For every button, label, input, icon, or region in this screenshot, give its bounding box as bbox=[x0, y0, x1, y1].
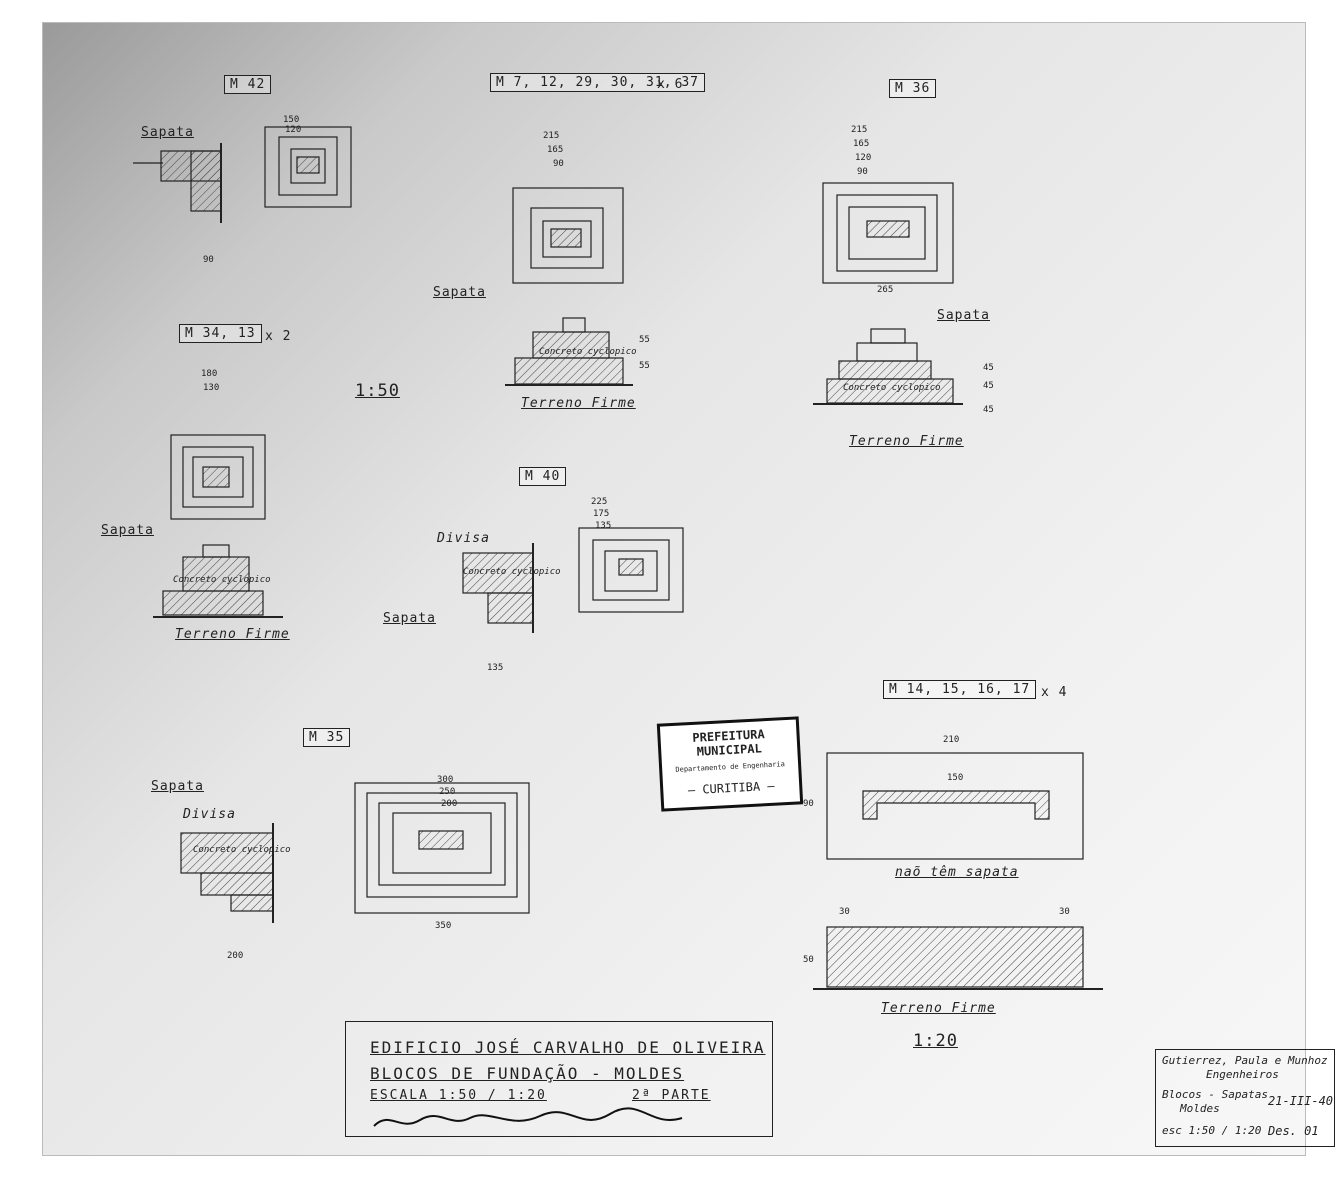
m42-section-drawing bbox=[133, 143, 222, 223]
mark-m14: M 14, 15, 16, 17 bbox=[883, 680, 1037, 699]
dim-m7-2: 90 bbox=[553, 159, 564, 169]
mark-m7: M 7, 12, 29, 30, 31, 37 bbox=[490, 73, 706, 92]
mark-m7-multiplier: x 6 bbox=[657, 77, 684, 92]
title-line-2: BLOCOS DE FUNDAÇÃO - MOLDES bbox=[370, 1064, 685, 1083]
dim-m7-1: 165 bbox=[547, 145, 564, 155]
dim-m14-1: 150 bbox=[947, 773, 964, 783]
signature bbox=[373, 1107, 683, 1127]
dim-m40-1: 175 bbox=[593, 509, 610, 519]
m7-section-drawing bbox=[505, 317, 633, 386]
eng-role: Engenheiros bbox=[1206, 1068, 1279, 1081]
m7-plan-drawing bbox=[512, 187, 624, 284]
mark-m40: M 40 bbox=[519, 467, 567, 486]
eng-sheet-desc-2: Moldes bbox=[1180, 1102, 1220, 1115]
m34-section-drawing bbox=[153, 544, 283, 618]
dim-m42-0: 150 bbox=[283, 115, 300, 125]
dim-m40-0: 225 bbox=[591, 497, 608, 507]
eng-date: 21-III-40 bbox=[1268, 1094, 1334, 1108]
stamp-line-1: PREFEITURA MUNICIPAL bbox=[692, 727, 765, 759]
mark-m36: M 36 bbox=[889, 79, 937, 98]
dim-m36-0: 215 bbox=[851, 125, 868, 135]
scale-label-150: 1:50 bbox=[355, 381, 400, 401]
dim-m14-5: 50 bbox=[803, 955, 814, 965]
drawing-sheet: M 42 M 7, 12, 29, 30, 31, 37 x 6 M 36 M … bbox=[42, 22, 1335, 1156]
dim-m36-8: 45 bbox=[983, 381, 994, 391]
m40-section-drawing bbox=[462, 543, 534, 633]
dim-m36-7: 45 bbox=[983, 363, 994, 373]
label-terreno-m34: Terreno Firme bbox=[175, 627, 290, 642]
title-block: EDIFICIO JOSÉ CARVALHO DE OLIVEIRA BLOCO… bbox=[345, 1021, 773, 1137]
dim-m35-2: 200 bbox=[441, 799, 458, 809]
dim-m34-1: 130 bbox=[203, 383, 220, 393]
dim-m14-3: 30 bbox=[839, 907, 850, 917]
label-terreno-m36: Terreno Firme bbox=[849, 434, 964, 449]
title-line-3: ESCALA 1:50 / 1:20 bbox=[370, 1088, 547, 1103]
dim-m14-0: 210 bbox=[943, 735, 960, 745]
mark-m35: M 35 bbox=[303, 728, 351, 747]
m34-plan-drawing bbox=[170, 434, 266, 520]
eng-drawing-no: Des. 01 bbox=[1268, 1124, 1319, 1138]
mark-m42: M 42 bbox=[224, 75, 272, 94]
label-sapata-m42: Sapata bbox=[141, 125, 194, 140]
label-sapata-m40: Sapata bbox=[383, 611, 436, 626]
dim-m7-6: 55 bbox=[639, 361, 650, 371]
dim-m35-5: 350 bbox=[435, 921, 452, 931]
label-sapata-m7: Sapata bbox=[433, 285, 486, 300]
municipal-stamp: PREFEITURA MUNICIPAL Departamento de Eng… bbox=[656, 716, 804, 812]
dim-m34-0: 180 bbox=[201, 369, 218, 379]
m40-plan-drawing bbox=[578, 527, 684, 613]
dim-m40-2: 135 bbox=[595, 521, 612, 531]
title-part: 2ª PARTE bbox=[632, 1088, 711, 1103]
eng-sheet-desc: Blocos - Sapatas bbox=[1162, 1088, 1268, 1101]
label-concreto-m36: Concreto cyclopico bbox=[843, 383, 941, 393]
dim-m36-9: 45 bbox=[983, 405, 994, 415]
eng-scale: esc 1:50 / 1:20 bbox=[1162, 1124, 1262, 1137]
label-concreto-m7: Concreto cyclopico bbox=[539, 347, 637, 357]
title-line-1: EDIFICIO JOSÉ CARVALHO DE OLIVEIRA bbox=[370, 1038, 766, 1057]
dim-m7-5: 55 bbox=[639, 335, 650, 345]
label-terreno-m7: Terreno Firme bbox=[521, 396, 636, 411]
label-concreto-m40: Concreto cyclopico bbox=[463, 567, 561, 577]
dim-m36-2: 120 bbox=[855, 153, 872, 163]
scale-label-120: 1:20 bbox=[913, 1031, 958, 1051]
dim-m14-2: 90 bbox=[803, 799, 814, 809]
technical-drawing bbox=[133, 126, 1103, 990]
dim-m40-8: 135 bbox=[487, 663, 504, 673]
label-nao-tem-sapata: naõ têm sapata bbox=[895, 865, 1019, 880]
label-concreto-m35: Concreto cyclopico bbox=[193, 845, 291, 855]
m36-section-drawing bbox=[813, 328, 963, 405]
label-divisa-m35: Divisa bbox=[183, 807, 236, 822]
mark-m34: M 34, 13 bbox=[179, 324, 262, 343]
label-sapata-m36: Sapata bbox=[937, 308, 990, 323]
engineer-block: Gutierrez, Paula e Munhoz Engenheiros Bl… bbox=[1155, 1049, 1335, 1147]
label-terreno-m14: Terreno Firme bbox=[881, 1001, 996, 1016]
label-sapata-m34: Sapata bbox=[101, 523, 154, 538]
label-sapata-m35: Sapata bbox=[151, 779, 204, 794]
m35-section-drawing bbox=[180, 823, 274, 923]
m35-plan-drawing bbox=[354, 782, 530, 914]
mark-m34-multiplier: x 2 bbox=[265, 329, 292, 344]
dim-m7-0: 215 bbox=[543, 131, 560, 141]
dim-m36-3: 90 bbox=[857, 167, 868, 177]
dim-m42-4: 90 bbox=[203, 255, 214, 265]
stamp-line-2: Departamento de Engenharia bbox=[675, 760, 786, 774]
dim-m35-1: 250 bbox=[439, 787, 456, 797]
m42-plan-drawing bbox=[264, 126, 352, 208]
m14-section-drawing bbox=[813, 926, 1103, 990]
m14-plan-drawing bbox=[826, 752, 1084, 860]
dim-m36-4: 265 bbox=[877, 285, 894, 295]
dim-m35-10: 200 bbox=[227, 951, 244, 961]
mark-m14-multiplier: x 4 bbox=[1041, 685, 1068, 700]
stamp-line-3: — CURITIBA — bbox=[687, 778, 775, 798]
dim-m35-0: 300 bbox=[437, 775, 454, 785]
dim-m14-4: 30 bbox=[1059, 907, 1070, 917]
dim-m36-1: 165 bbox=[853, 139, 870, 149]
dim-m42-1: 120 bbox=[285, 125, 302, 135]
label-concreto-m34: Concreto cyclopico bbox=[173, 575, 271, 585]
m36-plan-drawing bbox=[822, 182, 954, 284]
eng-firm: Gutierrez, Paula e Munhoz bbox=[1162, 1054, 1328, 1067]
label-divisa-m40: Divisa bbox=[437, 531, 490, 546]
